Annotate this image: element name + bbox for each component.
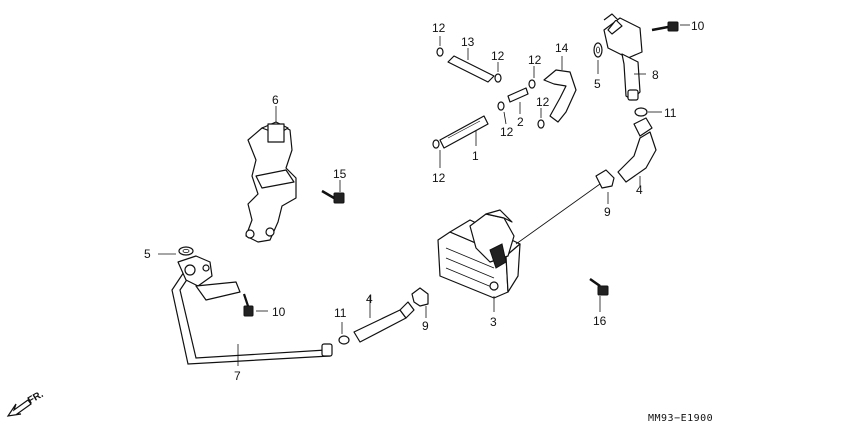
callout-14: 14 bbox=[555, 41, 569, 55]
callout-12-c: 12 bbox=[528, 53, 542, 67]
clip-part-12-b bbox=[494, 62, 502, 83]
bolt-part-10-upper bbox=[651, 21, 690, 32]
callout-5-upper: 5 bbox=[594, 77, 601, 91]
callout-4-upper: 4 bbox=[636, 183, 643, 197]
callout-4-lower: 4 bbox=[366, 292, 373, 306]
callout-6: 6 bbox=[272, 93, 279, 107]
front-direction-arrow: FR. bbox=[6, 389, 46, 417]
clip-part-12-e bbox=[497, 101, 507, 125]
direction-label: FR. bbox=[26, 389, 46, 407]
callout-labels: 1 2 3 4 4 5 5 6 7 8 9 9 10 10 11 11 12 1… bbox=[144, 19, 705, 383]
fuel-pump-part-3 bbox=[437, 209, 521, 312]
callout-8: 8 bbox=[652, 68, 659, 82]
callout-9-upper: 9 bbox=[604, 205, 611, 219]
washer-part-5-left bbox=[158, 246, 194, 256]
diagram-code: MM93−E1900 bbox=[648, 413, 713, 424]
callout-13: 13 bbox=[461, 35, 475, 49]
washer-part-5-upper bbox=[593, 42, 603, 74]
callout-12-e: 12 bbox=[500, 125, 514, 139]
callout-9-lower: 9 bbox=[422, 319, 429, 333]
hose-part-4-lower bbox=[353, 296, 415, 343]
callout-10-lower: 10 bbox=[272, 305, 286, 319]
callout-10-upper: 10 bbox=[691, 19, 705, 33]
bracket-part-6 bbox=[245, 106, 297, 243]
clip-part-12-c bbox=[528, 66, 536, 89]
connector-part-2 bbox=[507, 87, 529, 114]
clamp-part-9-upper bbox=[595, 169, 615, 204]
callout-12-b: 12 bbox=[491, 49, 505, 63]
callout-12-f: 12 bbox=[432, 171, 446, 185]
clip-part-11-upper bbox=[634, 107, 662, 117]
clip-part-12-f bbox=[432, 139, 441, 168]
callout-15: 15 bbox=[333, 167, 347, 181]
callout-7: 7 bbox=[234, 369, 241, 383]
clip-part-11-lower bbox=[338, 322, 350, 345]
bolt-part-10-lower bbox=[242, 293, 268, 317]
hose-part-14 bbox=[543, 56, 577, 123]
callout-11-upper: 11 bbox=[664, 106, 677, 120]
tube-part-1 bbox=[439, 115, 489, 149]
callout-2: 2 bbox=[517, 115, 524, 129]
elbow-pipe-part-8 bbox=[603, 13, 646, 101]
hose-part-4-upper bbox=[617, 117, 657, 186]
callout-12-d: 12 bbox=[536, 95, 550, 109]
tube-part-13 bbox=[447, 48, 495, 83]
callout-1: 1 bbox=[472, 149, 479, 163]
callout-12-a: 12 bbox=[432, 21, 446, 35]
clip-part-12-d bbox=[537, 108, 545, 129]
callout-5-lower: 5 bbox=[144, 247, 151, 261]
bolt-part-15 bbox=[321, 180, 345, 204]
bolt-part-16 bbox=[589, 277, 609, 312]
callout-16: 16 bbox=[593, 314, 607, 328]
pipe-part-7 bbox=[171, 255, 333, 366]
callout-11-lower: 11 bbox=[334, 306, 347, 320]
callout-3: 3 bbox=[490, 315, 497, 329]
connection-line bbox=[515, 183, 601, 245]
clamp-part-9-lower bbox=[411, 287, 429, 318]
clip-part-12-a bbox=[436, 36, 444, 57]
